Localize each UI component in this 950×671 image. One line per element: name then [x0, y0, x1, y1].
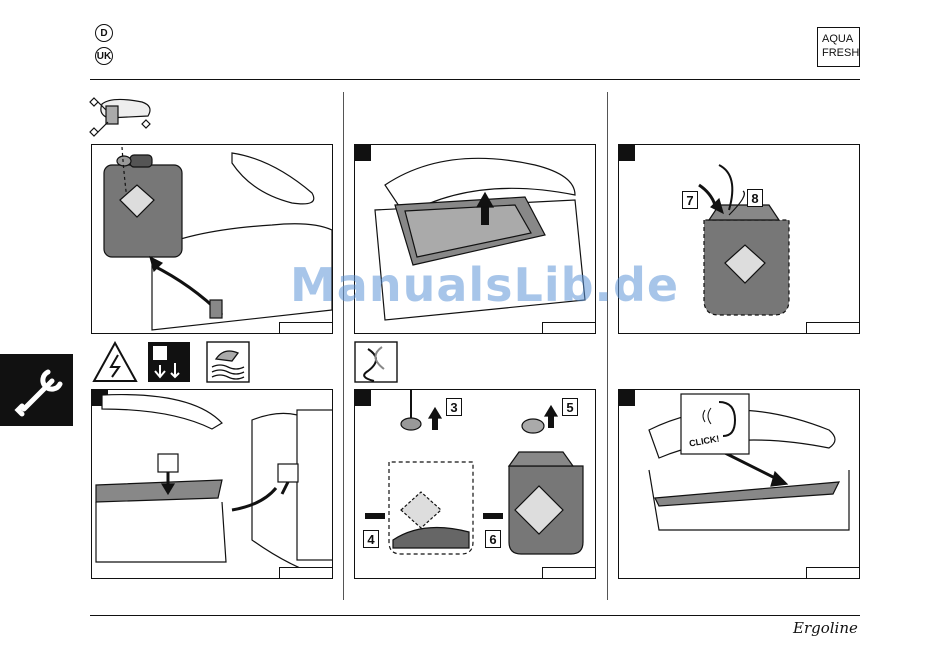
step-number-4: 4: [363, 530, 379, 548]
panel-replace-canister: 3 4 5 6: [354, 389, 596, 579]
electric-warning-icon: [92, 341, 138, 383]
panel-number-box: [806, 322, 860, 334]
step-number-7: 7: [682, 191, 698, 209]
power-disconnect-icon: [147, 341, 191, 383]
language-uk-badge: UK: [95, 47, 113, 65]
rotate-icon: [354, 341, 400, 383]
hot-surface-icon: [206, 341, 250, 383]
wrench-icon: [0, 354, 73, 426]
language-de-badge: D: [95, 24, 113, 42]
brand-line-2: FRESH: [822, 46, 859, 60]
panel-number-box: [542, 567, 596, 579]
brand-line-1: AQUA: [822, 32, 859, 46]
panel-number-box: [279, 567, 333, 579]
watermark: ManualsLib.de: [290, 258, 679, 312]
panel-number-box: [279, 322, 333, 334]
header-rule: [90, 79, 860, 80]
step-number-6: 6: [485, 530, 501, 548]
footer-rule: [90, 615, 860, 616]
column-divider-1: [343, 92, 344, 600]
panel-press-down: [91, 389, 333, 579]
maintenance-tab: [0, 354, 73, 426]
step-number-3: 3: [446, 398, 462, 416]
ergoline-signature: Ergoline: [793, 619, 858, 637]
step-number-5: 5: [562, 398, 578, 416]
column-divider-2: [607, 92, 608, 600]
panel-number-box: [542, 322, 596, 334]
aqua-fresh-logo: AQUA FRESH: [817, 27, 860, 67]
sunbed-unit-icon: [88, 92, 160, 138]
panel-close-click: CLICK!: [618, 389, 860, 579]
step-number-8: 8: [747, 189, 763, 207]
panel-number-box: [806, 567, 860, 579]
